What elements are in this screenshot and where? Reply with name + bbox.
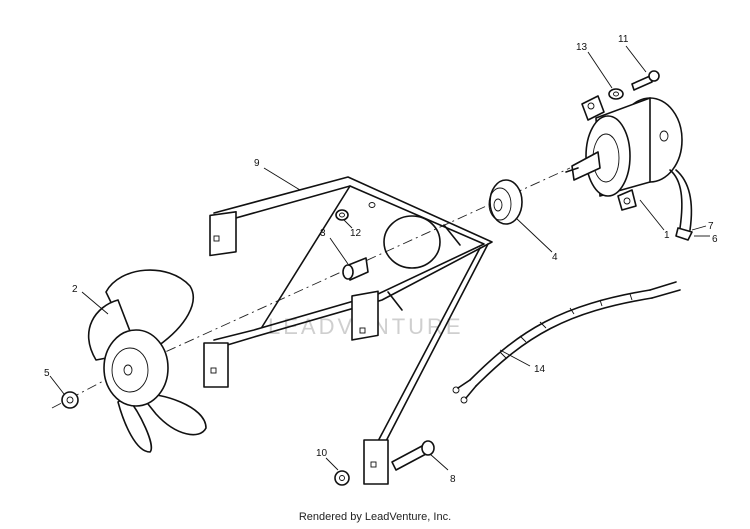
callout-5: 5 — [44, 368, 50, 379]
footer-credit: Rendered by LeadVenture, Inc. — [298, 511, 452, 523]
washer-13 — [608, 88, 624, 100]
callout-14: 14 — [534, 364, 546, 375]
nut-5 — [61, 391, 79, 409]
callout-labels: 1 2 3 4 5 6 7 8 9 10 11 12 13 14 — [44, 34, 718, 485]
callout-3: 3 — [320, 228, 326, 239]
leader-lines — [49, 45, 710, 471]
callout-11: 11 — [618, 34, 629, 45]
hub-4 — [488, 179, 523, 225]
spacer-3 — [342, 257, 369, 281]
callout-13: 13 — [576, 42, 588, 53]
callout-10: 10 — [316, 448, 328, 459]
fan-blade-2 — [87, 269, 207, 453]
callout-6: 6 — [712, 234, 718, 245]
motor-1 — [565, 95, 693, 241]
callout-7: 7 — [708, 221, 714, 232]
callout-12: 12 — [350, 228, 362, 239]
callout-2: 2 — [72, 284, 78, 295]
wire-harness-14 — [452, 281, 681, 404]
bracket-frame — [203, 176, 493, 485]
bolt-8 — [391, 440, 435, 471]
nut-12 — [335, 209, 349, 221]
callout-9: 9 — [254, 158, 260, 169]
nut-10 — [334, 470, 350, 486]
screw-11 — [631, 70, 660, 91]
callout-4: 4 — [552, 252, 558, 263]
callout-1: 1 — [664, 230, 670, 241]
callout-8: 8 — [450, 474, 456, 485]
